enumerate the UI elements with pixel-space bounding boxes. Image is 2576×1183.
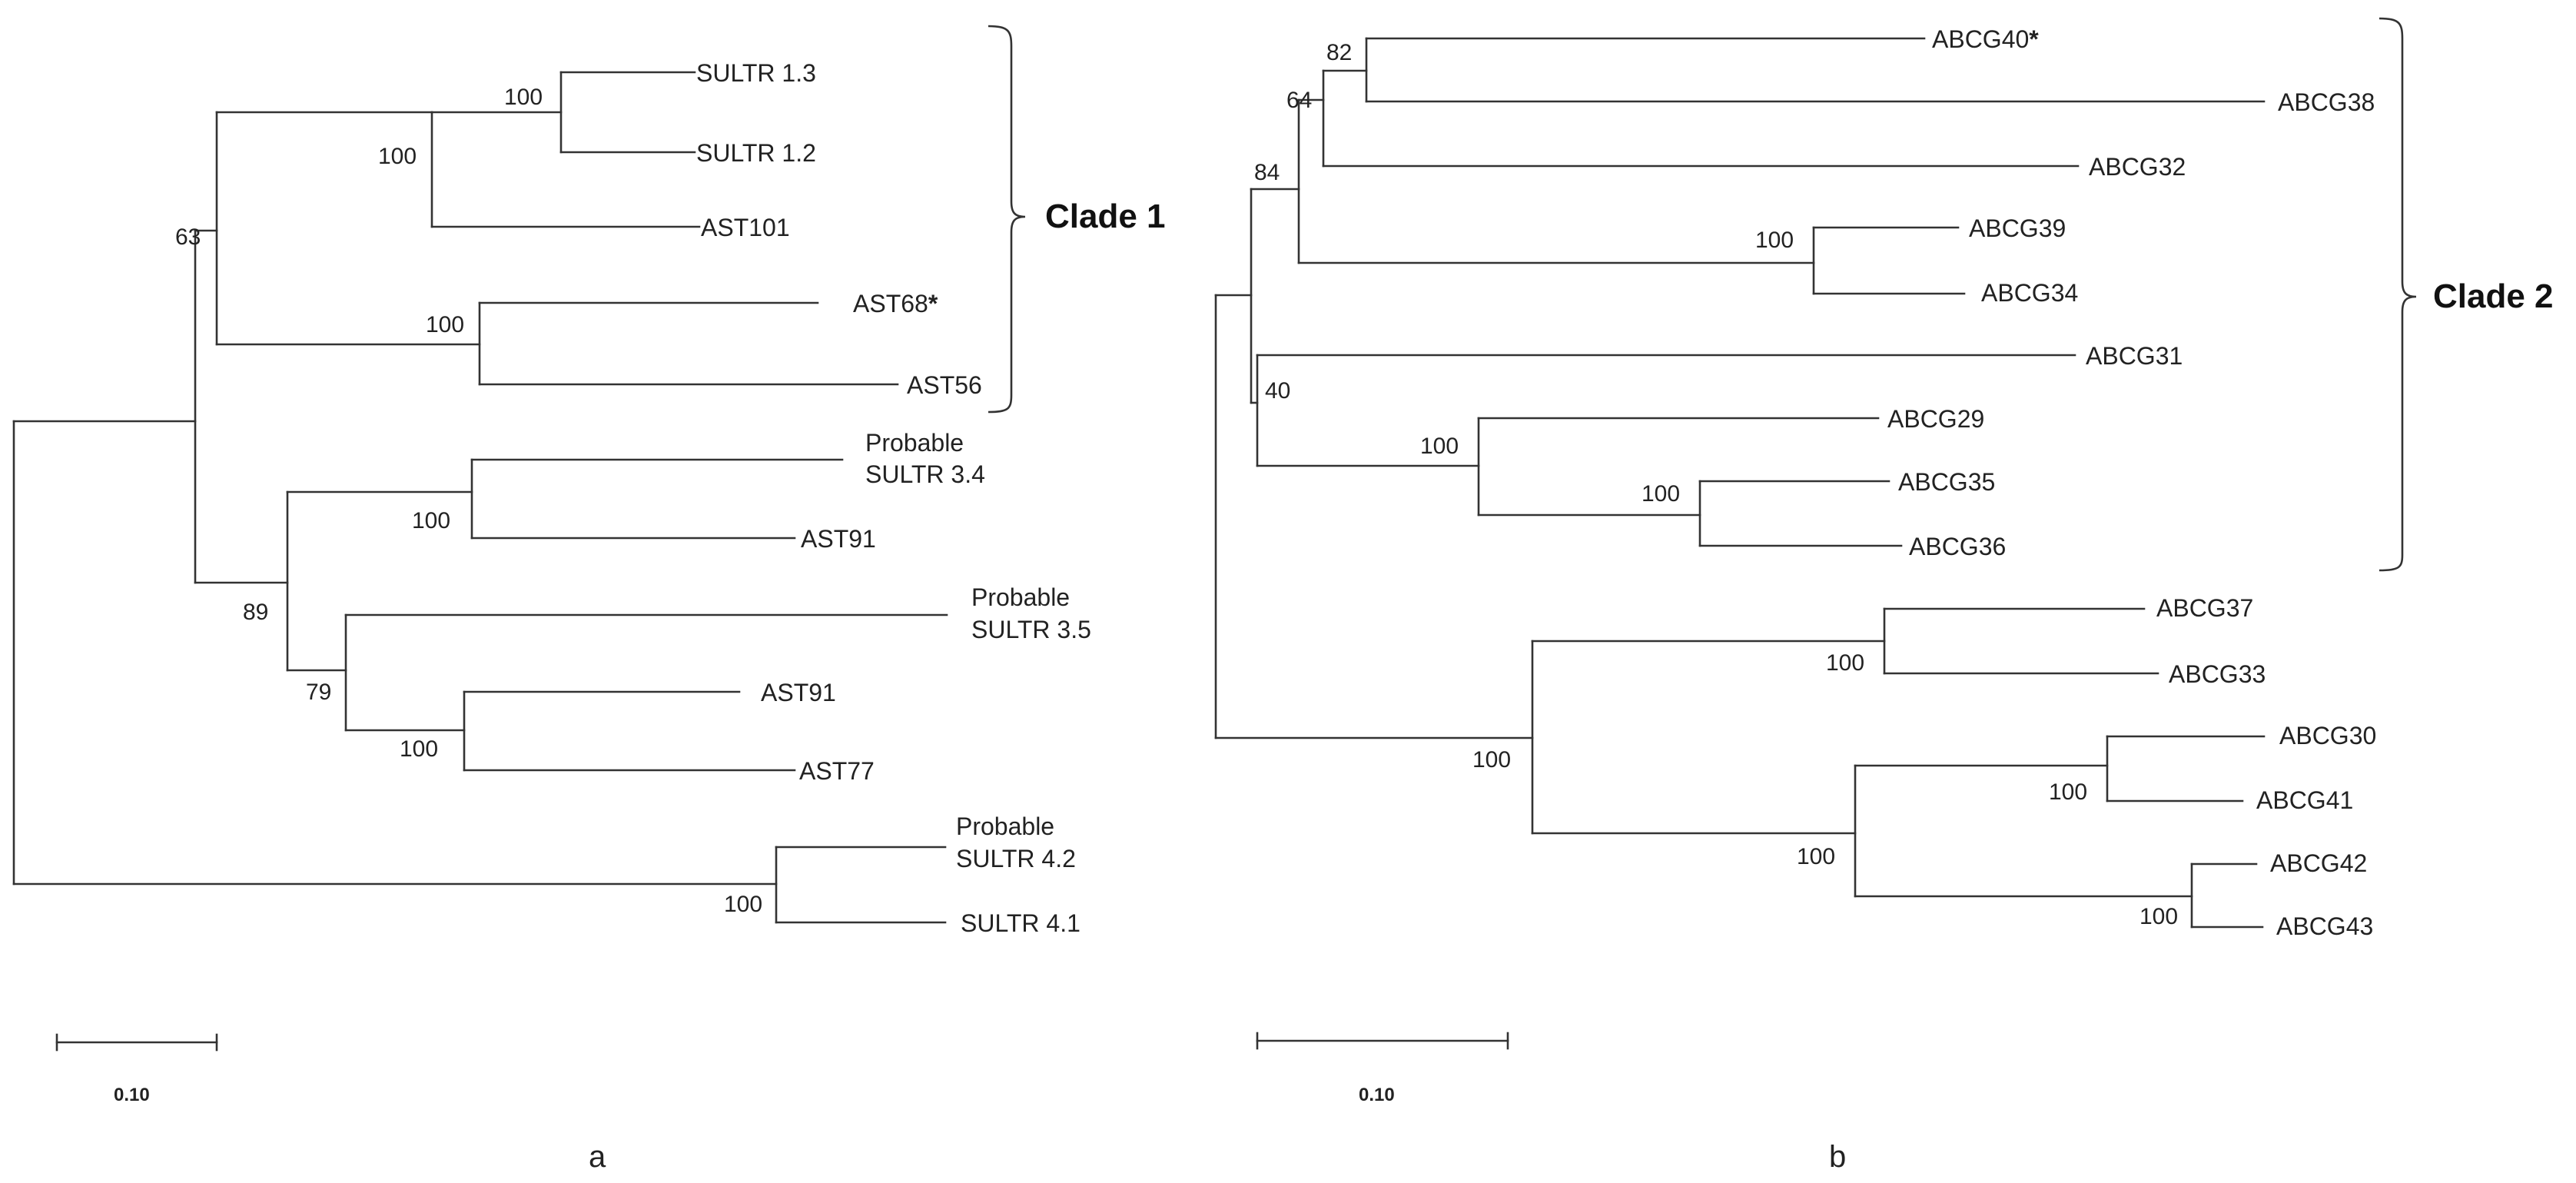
asterisk-marker: * xyxy=(928,290,938,317)
panel-letter: b xyxy=(1829,1140,1846,1174)
leaf-label: AST77 xyxy=(799,757,875,785)
bootstrap-value: 63 xyxy=(175,224,201,250)
clade-bracket xyxy=(988,25,1026,414)
leaf-label: ABCG29 xyxy=(1887,405,1984,433)
leaf-label: ABCG32 xyxy=(2089,153,2186,181)
clade-label: Clade 1 xyxy=(1045,198,1166,235)
panel-letter: a xyxy=(589,1140,606,1174)
leaf-label: ABCG42 xyxy=(2270,849,2367,877)
bootstrap-value: 40 xyxy=(1265,378,1290,404)
leaf-label: AST56 xyxy=(907,371,982,399)
leaf-label: SULTR 3.5 xyxy=(971,616,1091,643)
clade-bracket xyxy=(2378,17,2417,572)
leaf-label: AST91 xyxy=(761,679,836,706)
scale-label: 0.10 xyxy=(114,1085,150,1105)
scale-bar xyxy=(1256,1032,1509,1050)
leaf-label: ABCG31 xyxy=(2086,342,2183,370)
bootstrap-value: 100 xyxy=(426,312,464,337)
bootstrap-value: 100 xyxy=(412,508,450,533)
leaf-label: Probable xyxy=(971,583,1070,611)
bootstrap-value: 100 xyxy=(1472,747,1511,773)
scale-label: 0.10 xyxy=(1359,1085,1395,1105)
bootstrap-value: 100 xyxy=(2049,779,2087,805)
leaf-label: SULTR 1.2 xyxy=(696,139,816,167)
leaf-label: AST101 xyxy=(701,214,790,241)
leaf-label: ABCG41 xyxy=(2256,786,2353,814)
bootstrap-value: 82 xyxy=(1326,40,1352,65)
bootstrap-value: 100 xyxy=(1642,481,1680,507)
leaf-label: SULTR 4.1 xyxy=(961,909,1081,937)
bootstrap-value: 100 xyxy=(1755,228,1794,253)
leaf-name: AST68 xyxy=(853,290,928,317)
bootstrap-value: 100 xyxy=(1797,844,1835,869)
leaf-label: AST91 xyxy=(801,525,876,553)
bootstrap-value: 100 xyxy=(1420,434,1459,459)
scale-bar xyxy=(55,1033,218,1052)
bootstrap-value: 84 xyxy=(1254,160,1280,185)
leaf-label: AST68* xyxy=(853,290,938,317)
leaf-label: ABCG34 xyxy=(1981,279,2078,307)
leaf-label: ABCG38 xyxy=(2278,88,2375,116)
asterisk-marker: * xyxy=(2029,25,2039,53)
bootstrap-value: 100 xyxy=(504,85,543,110)
leaf-label: ABCG37 xyxy=(2156,594,2253,622)
bootstrap-value: 100 xyxy=(400,736,438,762)
tree-b: ABCG40* ABCG38 ABCG32 ABCG39 ABCG34 ABCG… xyxy=(1214,17,2554,1174)
tree-b-branches xyxy=(1214,37,2266,929)
leaf-label: ABCG33 xyxy=(2169,660,2266,688)
leaf-label: SULTR 3.4 xyxy=(865,460,985,488)
leaf-label: ABCG39 xyxy=(1969,214,2066,242)
bootstrap-value: 79 xyxy=(306,680,331,705)
leaf-label: ABCG43 xyxy=(2276,912,2373,940)
bootstrap-value: 100 xyxy=(1826,650,1864,676)
leaf-label: Probable xyxy=(956,812,1054,840)
leaf-label: ABCG30 xyxy=(2279,722,2376,749)
leaf-label: Probable xyxy=(865,429,964,457)
leaf-name: ABCG40 xyxy=(1932,25,2029,53)
bootstrap-value: 100 xyxy=(378,144,417,169)
clade-label: Clade 2 xyxy=(2433,277,2554,315)
tree-a: SULTR 1.3 SULTR 1.2 AST101 AST68* AST56 … xyxy=(12,25,1166,1174)
bootstrap-value: 64 xyxy=(1286,88,1312,113)
leaf-label: SULTR 1.3 xyxy=(696,59,816,87)
bootstrap-value: 100 xyxy=(724,892,762,917)
tree-a-branches xyxy=(12,71,948,924)
bootstrap-value: 89 xyxy=(243,600,268,625)
bootstrap-value: 100 xyxy=(2139,904,2178,929)
leaf-label: ABCG40* xyxy=(1932,25,2039,53)
leaf-label: ABCG35 xyxy=(1898,468,1995,496)
leaf-label: SULTR 4.2 xyxy=(956,845,1076,872)
leaf-label: ABCG36 xyxy=(1909,533,2006,560)
